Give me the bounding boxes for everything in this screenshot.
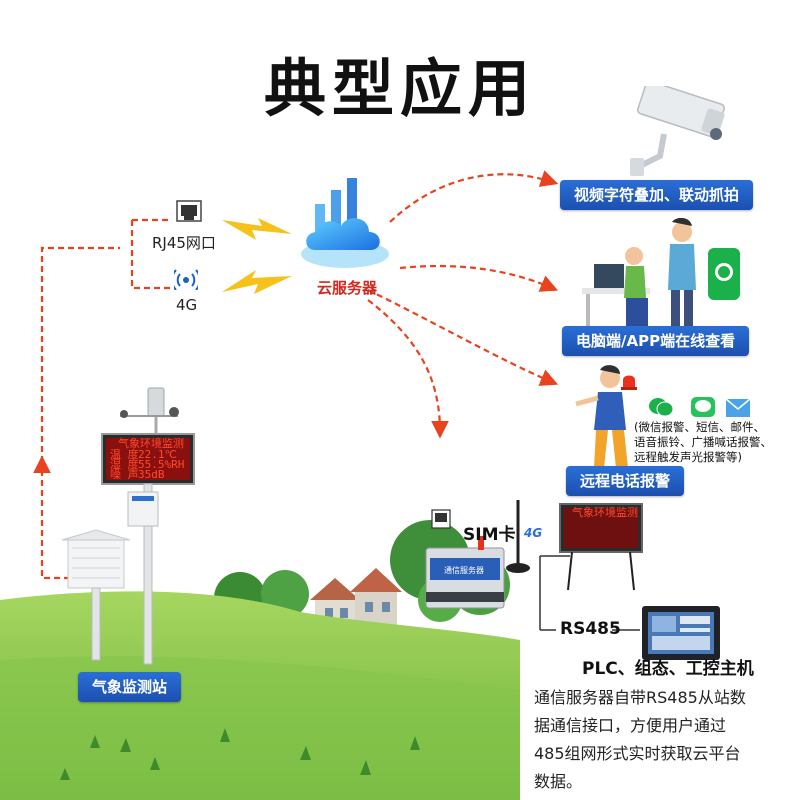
alarm-note-line: (微信报警、短信、邮件、 [634, 420, 765, 434]
description-line: 数据。 [534, 772, 583, 791]
description-line: 通信服务器自带RS485从站数 [534, 688, 746, 707]
ethernet-port-icon [176, 200, 202, 222]
sim-card-label: SIM卡 [463, 525, 516, 545]
led-row-value: 22.1℃ [138, 448, 177, 461]
grass-tufts [60, 728, 420, 780]
pc-app-users [582, 218, 740, 328]
phone-alarm-person [575, 365, 628, 468]
description-text: 通信服务器自带RS485从站数 据通信接口，方便用户通过 485组网形式实时获取… [534, 684, 796, 796]
led-row-name: 温 度 [110, 447, 139, 461]
mail-icon [725, 398, 751, 417]
lightning-icon [222, 218, 292, 240]
page-title: 典型应用 [263, 52, 536, 125]
remote-led-header: 气象环境监测 [572, 505, 638, 519]
wechat-icon [649, 398, 674, 417]
communication-server-device: 通信服务器 [425, 500, 530, 609]
cloud-server-icon [301, 178, 389, 268]
rj45-label: RJ45网口 [152, 234, 216, 252]
pc-app-label: 电脑端/APP端在线查看 [562, 326, 750, 356]
industrial-panel-pc [642, 606, 720, 660]
weather-station: 气象环境监测 温 度 22.1℃ 湿 度 55.5%RH 噪 声 35dB [61, 387, 195, 665]
wireless-signal-icon [174, 269, 198, 290]
led-row-name: 湿 度 [110, 457, 139, 471]
led-header: 气象环境监测 [118, 436, 184, 450]
device-name: 通信服务器 [444, 565, 484, 575]
4g-router-label: 4G [524, 526, 543, 540]
plc-label: PLC、组态、工控主机 [582, 659, 754, 679]
led-row-name: 噪 声 [110, 467, 139, 481]
phone-alarm-label: 远程电话报警 [566, 466, 685, 496]
alarm-methods-note: (微信报警、短信、邮件、 语音振铃、广播喊话报警、 远程触发声光报警等) [634, 420, 772, 465]
message-icon [691, 397, 715, 417]
4g-label: 4G [176, 296, 198, 314]
remote-led-display: 气象环境监测 [559, 503, 643, 591]
camera-icon [630, 86, 725, 176]
led-row-value: 55.5%RH [138, 458, 184, 471]
alarm-light-icon [621, 375, 637, 390]
video-overlay-label: 视频字符叠加、联动抓拍 [560, 180, 754, 210]
cloud-server-label: 云服务器 [317, 279, 378, 297]
alarm-note-line: 语音振铃、广播喊话报警、 [634, 435, 772, 449]
weather-station-label: 气象监测站 [78, 672, 182, 702]
rs485-label: RS485 [560, 619, 621, 639]
description-line: 据通信接口，方便用户通过 [534, 716, 727, 735]
led-row-value: 35dB [138, 468, 165, 481]
alarm-note-line: 远程触发声光报警等) [634, 450, 742, 464]
description-line: 485组网形式实时获取云平台 [534, 744, 741, 763]
lightning-icon [222, 270, 292, 294]
